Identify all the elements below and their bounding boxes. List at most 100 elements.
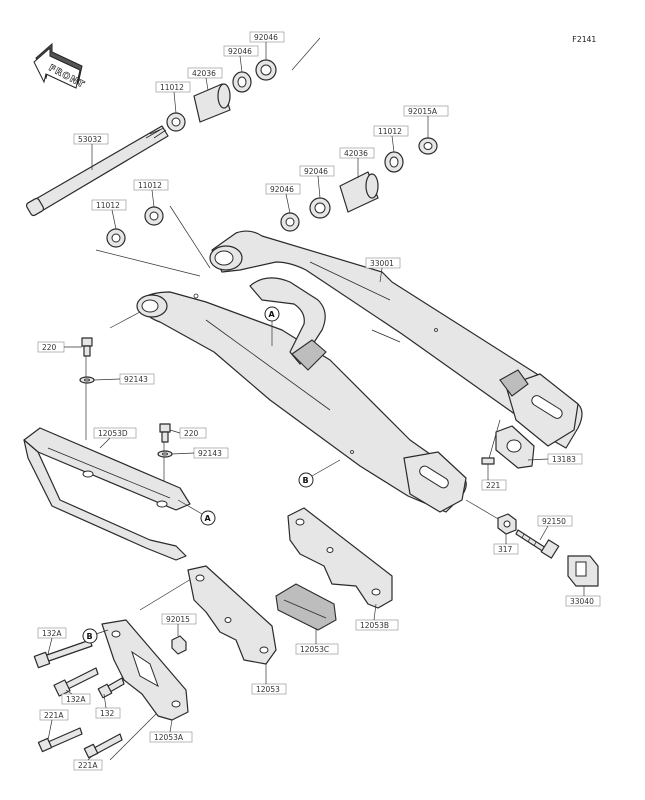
svg-text:B: B (87, 632, 93, 641)
svg-text:12053D: 12053D (98, 429, 128, 438)
part-label[interactable]: 12053D (93, 427, 137, 449)
part-label[interactable]: 132 (95, 693, 121, 719)
nut-317 (497, 513, 517, 535)
svg-text:132A: 132A (66, 695, 86, 704)
bearing-stack-lower (106, 137, 438, 248)
part-label[interactable]: 12053 (251, 664, 287, 695)
part-label[interactable]: 92046 (223, 45, 259, 73)
part-label[interactable]: 220 (37, 341, 82, 353)
svg-text:132A: 132A (42, 629, 62, 638)
reference-mark-b-upper: B (298, 459, 341, 488)
svg-text:42036: 42036 (344, 149, 368, 158)
part-label[interactable]: 92150 (537, 515, 573, 541)
svg-text:92046: 92046 (254, 33, 278, 42)
part-label[interactable]: 221A (73, 755, 103, 771)
svg-text:221: 221 (486, 481, 501, 490)
svg-text:12053: 12053 (256, 685, 280, 694)
block-33040 (567, 555, 599, 587)
part-label[interactable]: 12053A (149, 719, 193, 743)
svg-text:317: 317 (498, 545, 513, 554)
part-label[interactable]: 92046 (249, 31, 285, 60)
part-label[interactable]: 92143 (171, 447, 229, 459)
chain-slider-12053D (23, 427, 191, 561)
part-label[interactable]: 221 (481, 464, 507, 491)
pivot-shaft-53032 (25, 125, 169, 217)
front-arrow-icon: FRONT (33, 42, 86, 91)
svg-text:92046: 92046 (304, 167, 328, 176)
part-label[interactable]: 92143 (93, 373, 155, 385)
svg-text:220: 220 (42, 343, 57, 352)
svg-text:11012: 11012 (378, 127, 402, 136)
svg-text:92143: 92143 (198, 449, 222, 458)
assembly-lines (85, 37, 501, 761)
bearing-stack-upper (166, 59, 277, 132)
part-label[interactable]: 92015 (161, 613, 197, 636)
part-label[interactable]: 13183 (527, 453, 583, 465)
part-label[interactable]: 12053C (295, 628, 339, 655)
svg-text:132: 132 (100, 709, 115, 718)
adjuster-bolt-92150 (515, 529, 560, 559)
bracket-12053A (101, 619, 189, 721)
svg-text:33001: 33001 (370, 259, 394, 268)
svg-text:92015: 92015 (166, 615, 190, 624)
svg-text:92150: 92150 (542, 517, 566, 526)
part-label[interactable]: 92046 (265, 183, 301, 214)
bolt-221A-lower (83, 733, 123, 759)
reference-mark-b-lower: B (82, 628, 109, 644)
chain-guide-12053 (187, 565, 277, 665)
svg-text:220: 220 (184, 429, 199, 438)
swingarm-33001 (136, 230, 583, 513)
chain-guide-12053B (287, 507, 393, 609)
bolt-221A-upper (37, 727, 83, 753)
part-label[interactable]: 11012 (373, 125, 409, 153)
part-labels: 92046 92046 42036 11012 53032 92015A (37, 31, 601, 771)
part-label[interactable]: 92046 (299, 165, 335, 199)
svg-text:A: A (205, 514, 212, 523)
part-label[interactable]: 11012 (155, 81, 191, 114)
part-label[interactable]: 11012 (133, 179, 169, 208)
part-label[interactable]: 12053B (355, 603, 399, 631)
part-label[interactable]: 132A (37, 627, 67, 655)
part-label[interactable]: 221A (39, 709, 69, 741)
part-label[interactable]: 11012 (91, 199, 127, 230)
part-label[interactable]: 33001 (365, 257, 401, 283)
svg-text:92046: 92046 (228, 47, 252, 56)
chain-adjuster-13183 (481, 425, 535, 469)
guide-block-12053C (275, 583, 337, 631)
reference-mark-a-upper: A (264, 306, 280, 346)
svg-text:12053C: 12053C (300, 645, 329, 654)
bolt-132A-lower (53, 667, 99, 697)
svg-text:12053B: 12053B (360, 621, 389, 630)
svg-text:12053A: 12053A (154, 733, 184, 742)
part-label[interactable]: 42036 (187, 67, 223, 91)
part-label[interactable]: 220 (169, 427, 207, 439)
svg-text:33040: 33040 (570, 597, 594, 606)
svg-text:11012: 11012 (160, 83, 184, 92)
part-label[interactable]: 42036 (339, 147, 375, 178)
part-label[interactable]: 317 (493, 534, 519, 555)
svg-text:221A: 221A (44, 711, 64, 720)
part-label[interactable]: 33040 (565, 586, 601, 607)
svg-text:92143: 92143 (124, 375, 148, 384)
bolt-220-lower (157, 423, 173, 458)
svg-text:53032: 53032 (78, 135, 102, 144)
figure-code: F2141 (572, 35, 596, 44)
svg-text:11012: 11012 (138, 181, 162, 190)
svg-text:A: A (269, 310, 276, 319)
reference-mark-a-lower: A (177, 499, 216, 526)
bolt-132 (97, 677, 125, 699)
svg-text:B: B (303, 476, 309, 485)
bolt-132A-upper (33, 639, 93, 669)
part-label[interactable]: 92015A (403, 105, 449, 138)
part-label[interactable]: 132A (61, 689, 91, 705)
svg-text:13183: 13183 (552, 455, 576, 464)
part-label[interactable]: 53032 (73, 133, 109, 170)
svg-text:92015A: 92015A (408, 107, 438, 116)
svg-text:11012: 11012 (96, 201, 120, 210)
svg-text:92046: 92046 (270, 185, 294, 194)
svg-text:42036: 42036 (192, 69, 216, 78)
nut-92015 (171, 635, 187, 655)
svg-text:221A: 221A (78, 761, 98, 770)
bolt-220-upper (79, 337, 95, 384)
